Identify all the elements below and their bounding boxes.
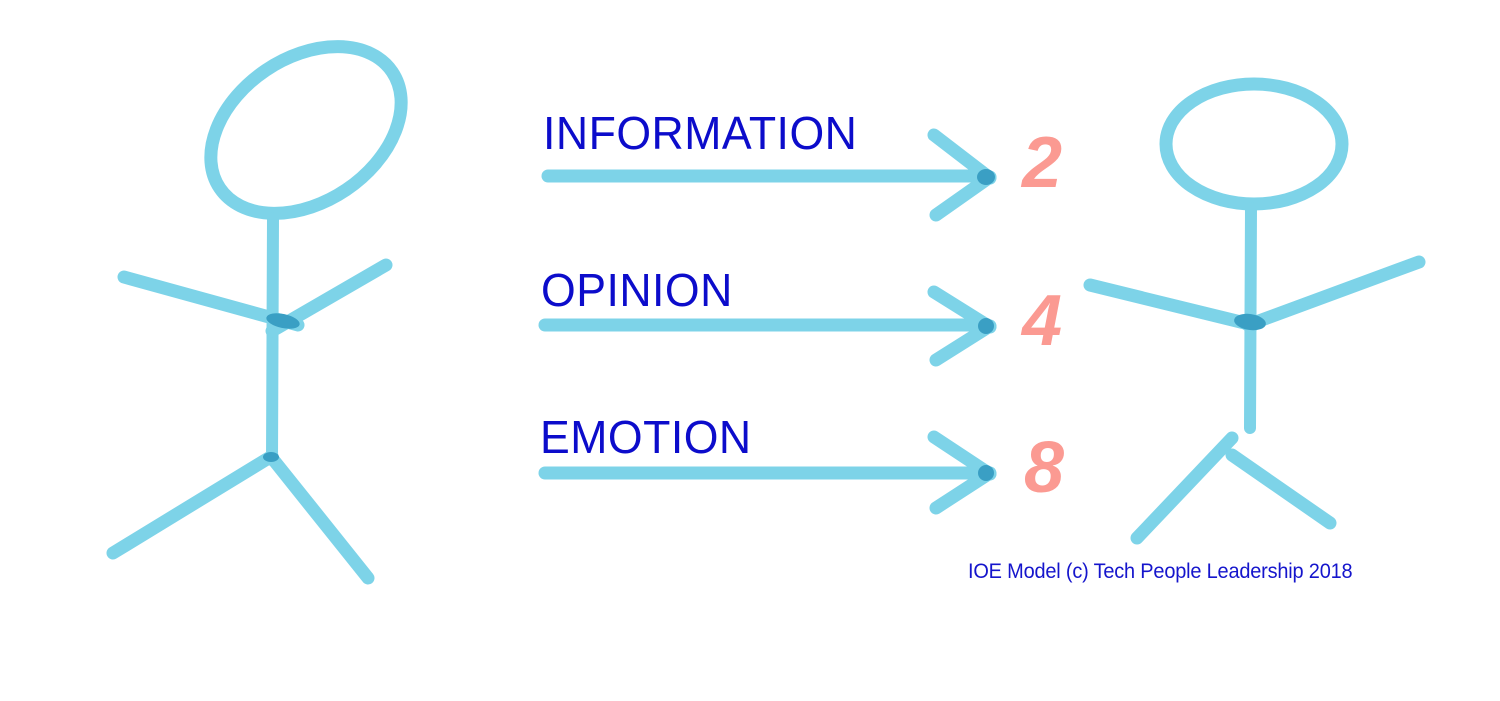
sender-shoulder-joint [266,313,300,329]
channel-label-information: INFORMATION [543,107,858,159]
arrow-emotion [538,430,997,515]
sender-right-leg [265,451,375,585]
sender-head-icon [204,40,408,220]
arrow-opinion [538,285,997,367]
sender-hip-joint [263,452,279,462]
receiver-left-arm [1083,278,1260,332]
arrow-information-tip-joint [977,169,995,185]
channel-label-emotion: EMOTION [540,411,752,463]
arrow-information [541,128,997,222]
arrow-emotion-tip-joint [978,465,994,481]
channel-label-opinion: OPINION [541,264,733,316]
sender-torso [266,212,279,466]
weight-number-opinion: 4 [1022,281,1063,361]
sender-left-leg [106,449,279,560]
arrow-opinion-tip-joint [978,318,994,334]
sender-stick-figure [106,40,408,585]
receiver-right-arm [1241,255,1426,332]
weight-number-information: 2 [1022,123,1063,203]
receiver-left-leg [1130,431,1239,545]
credit-text: IOE Model (c) Tech People Leadership 201… [968,560,1353,583]
receiver-head-icon [1159,77,1349,211]
weight-number-emotion: 8 [1024,428,1065,508]
receiver-right-leg [1225,448,1337,530]
receiver-stick-figure [1083,77,1426,545]
receiver-hip-joint [1234,313,1266,331]
